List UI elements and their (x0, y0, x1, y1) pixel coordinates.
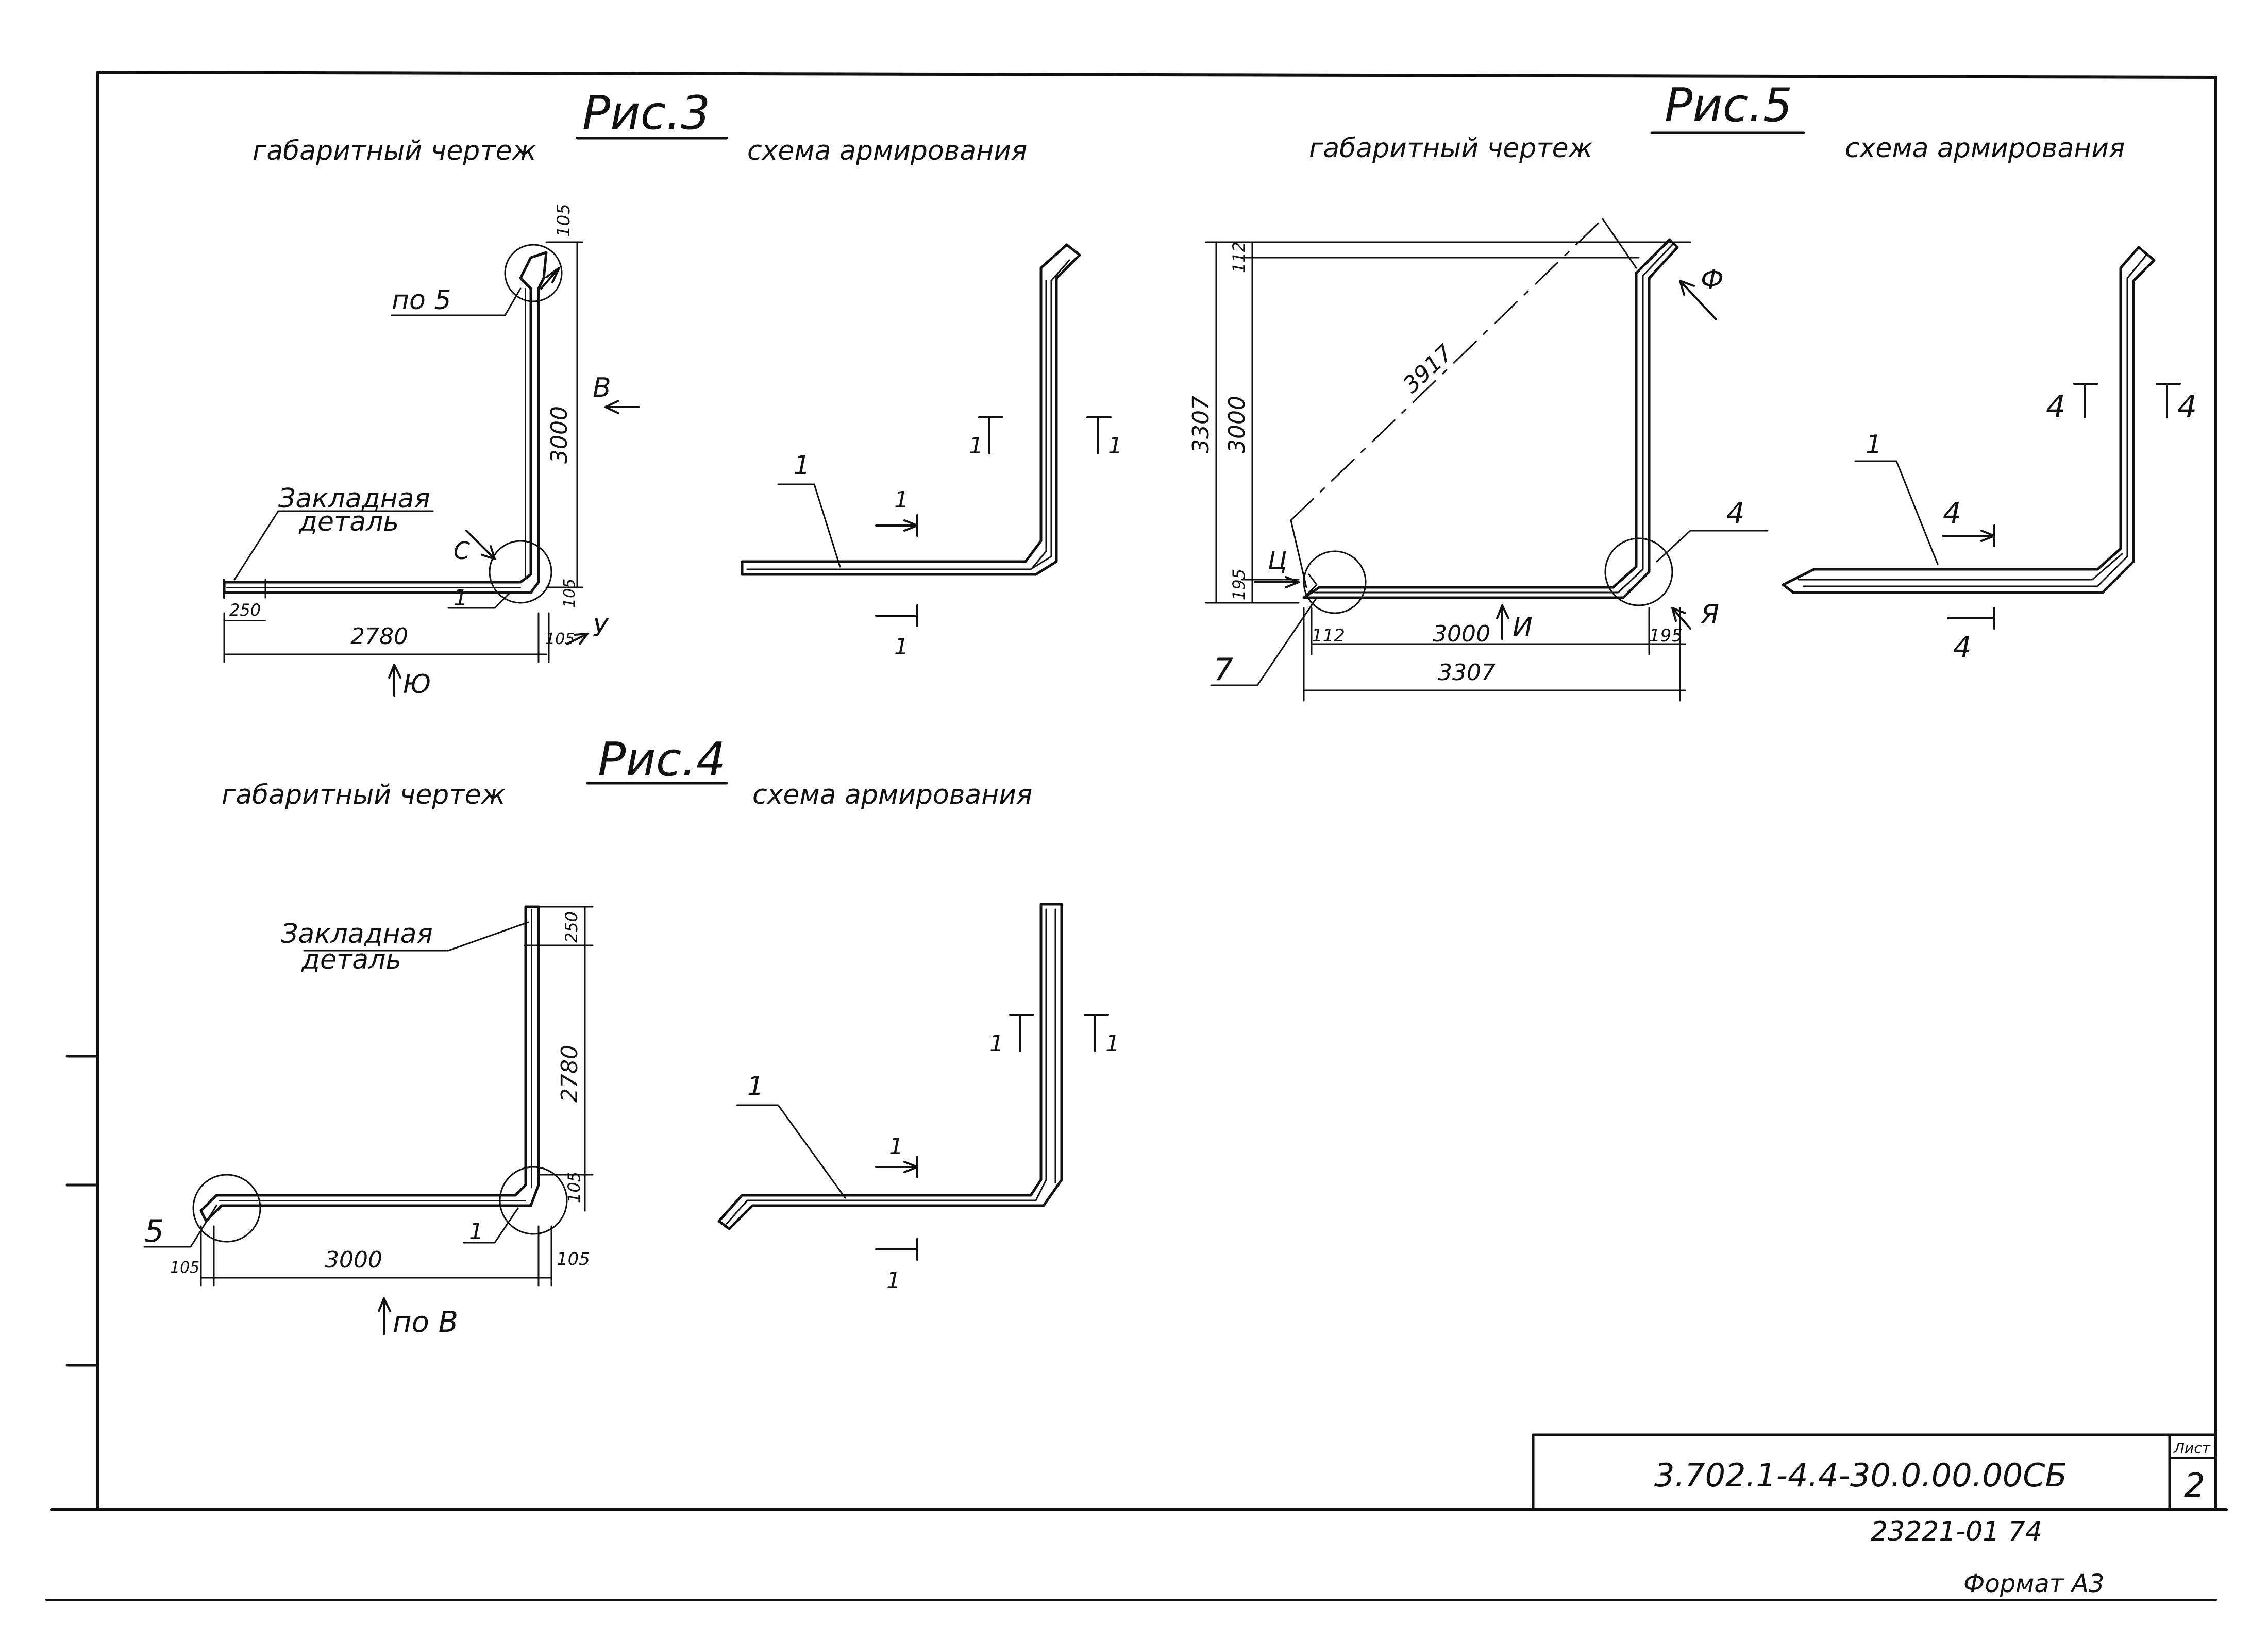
fig5-left-caption: габаритный чертеж (1309, 133, 1593, 164)
fig5-dim-195-small: 195 (1649, 625, 1683, 646)
sheet-label: Лист (2173, 1440, 2211, 1457)
sheet-frame (45, 71, 2228, 1601)
fig5-dim-3917: 3917 (1398, 340, 1458, 398)
title-block: 3.702.1-4.4-30.0.00.00СБ Лист 2 23221-01… (1532, 1433, 2217, 1598)
fig5-dim-3000-h: 3000 (1433, 621, 1490, 647)
fig4-dim-105-left: 105 (170, 1259, 199, 1277)
fig4-schema: 1 1 1 1 1 (717, 903, 1120, 1294)
fig5-dim-3307-h: 3307 (1438, 659, 1496, 686)
fig4-dim-3000: 3000 (325, 1247, 382, 1273)
fig5-title: Рис.5 (1665, 78, 1792, 132)
fig5-right-caption: схема армирования (1845, 133, 2125, 164)
fig3-view-c: С (453, 537, 470, 565)
fig4-pos-5: 5 (144, 1213, 164, 1249)
fig4-schema-pos: 1 (747, 1071, 764, 1101)
fig3-dim-250: 250 (229, 600, 261, 620)
fig4-embedded-line2: деталь (301, 944, 401, 975)
fig4-section-label-d: 1 (1105, 1030, 1120, 1057)
fig4-section-label-c: 1 (989, 1030, 1004, 1057)
fig4-view-label: по В (393, 1306, 458, 1339)
fig3-outline (223, 244, 563, 604)
format-label: Формат А3 (1963, 1569, 2104, 1598)
fig5-dim-3307-v: 3307 (1188, 396, 1214, 453)
fig4-section-label-a: 1 (889, 1133, 903, 1160)
fig4-callouts: Закладная деталь 5 1 по В (143, 919, 529, 1339)
fig3-title: Рис.3 (582, 86, 710, 140)
fig4-dim-105-right: 105 (557, 1249, 590, 1269)
figure-4: Рис.4 габаритный чертеж схема армировани… (143, 733, 1120, 1339)
fig3-section-label-d: 1 (1108, 433, 1122, 459)
figure-3: Рис.3 габаритный чертеж схема армировани… (223, 86, 1122, 699)
fig5-pos-7: 7 (1214, 652, 1233, 688)
fig3-view-u: У (593, 614, 609, 642)
fig5-view-i: И (1513, 612, 1533, 643)
fig5-dim-195-bottom: 195 (1229, 569, 1249, 600)
fig3-view-b: В (593, 373, 611, 403)
fig5-section-label-c: 4 (2046, 389, 2065, 425)
fig4-pos-1: 1 (469, 1218, 483, 1245)
fig3-left-caption: габаритный чертеж (253, 136, 536, 166)
fig5-section-label-a: 4 (1943, 497, 1961, 530)
designation: 3.702.1-4.4-30.0.00.00СБ (1654, 1457, 2067, 1494)
archive-number: 23221-01 74 (1871, 1516, 2042, 1547)
fig3-schema-pos: 1 (794, 450, 810, 480)
fig4-dim-250: 250 (562, 911, 581, 943)
fig3-dim-105-corner: 105 (561, 579, 579, 608)
fig3-view-yu: Ю (403, 669, 431, 699)
fig4-dim-2780: 2780 (557, 1045, 583, 1103)
fig3-callout-po5: по 5 (392, 285, 451, 316)
fig5-section-label-b: 4 (1953, 631, 1972, 664)
fig3-schema: 1 1 1 1 1 (741, 243, 1122, 660)
fig5-callouts: Ф 4 Я И Ц 7 (1210, 264, 1769, 688)
fig5-pos-4: 4 (1726, 497, 1745, 530)
fig4-dimensions: 250 2780 105 3000 105 105 (170, 906, 594, 1287)
fig5-view-f: Ф (1701, 264, 1724, 295)
figure-5: Рис.5 габаритный чертеж схема армировани… (1188, 78, 2197, 702)
fig3-dim-105-bottom: 105 (545, 630, 575, 648)
fig5-view-ya: Я (1700, 599, 1719, 630)
fig3-section-label-b: 1 (894, 634, 909, 660)
fig3-dim-3000: 3000 (546, 406, 573, 464)
fig3-right-caption: схема армирования (747, 136, 1027, 166)
fig3-dim-105-top: 105 (553, 204, 574, 237)
fig5-view-ts: Ц (1268, 547, 1287, 575)
fig4-dim-105-corner: 105 (564, 1172, 584, 1203)
fig5-dim-3000-v: 3000 (1224, 396, 1250, 453)
fig3-embedded-line1: Закладная (278, 483, 430, 514)
fig4-embedded-line1: Закладная (281, 919, 433, 950)
fig5-dim-112-top: 112 (1229, 242, 1249, 273)
fig5-schema-pos: 1 (1866, 430, 1882, 460)
fig5-outline (1290, 218, 1679, 614)
fig3-section-label: 1 (894, 487, 909, 513)
fig3-dim-2780: 2780 (350, 623, 408, 650)
fig5-section-label-d: 4 (2177, 389, 2197, 425)
fig4-section-label-b: 1 (886, 1267, 901, 1294)
fig3-pos-1: 1 (453, 585, 468, 611)
fig5-dimensions: 3307 3000 112 195 3917 112 195 3000 3307 (1188, 241, 1691, 702)
fig5-schema: 1 4 4 4 4 (1782, 246, 2197, 664)
fig4-title: Рис.4 (598, 733, 726, 787)
fig5-dim-112-small: 112 (1312, 625, 1345, 646)
fig4-right-caption: схема армирования (752, 780, 1032, 810)
sheet-number: 2 (2184, 1467, 2205, 1505)
fig3-dimensions: 3000 105 105 2780 250 105 (223, 204, 583, 663)
fig4-left-caption: габаритный чертеж (222, 780, 506, 810)
fig3-section-label-c: 1 (969, 433, 983, 459)
fig3-callouts: по 5 Закладная деталь В С 1 У Ю (233, 267, 640, 699)
